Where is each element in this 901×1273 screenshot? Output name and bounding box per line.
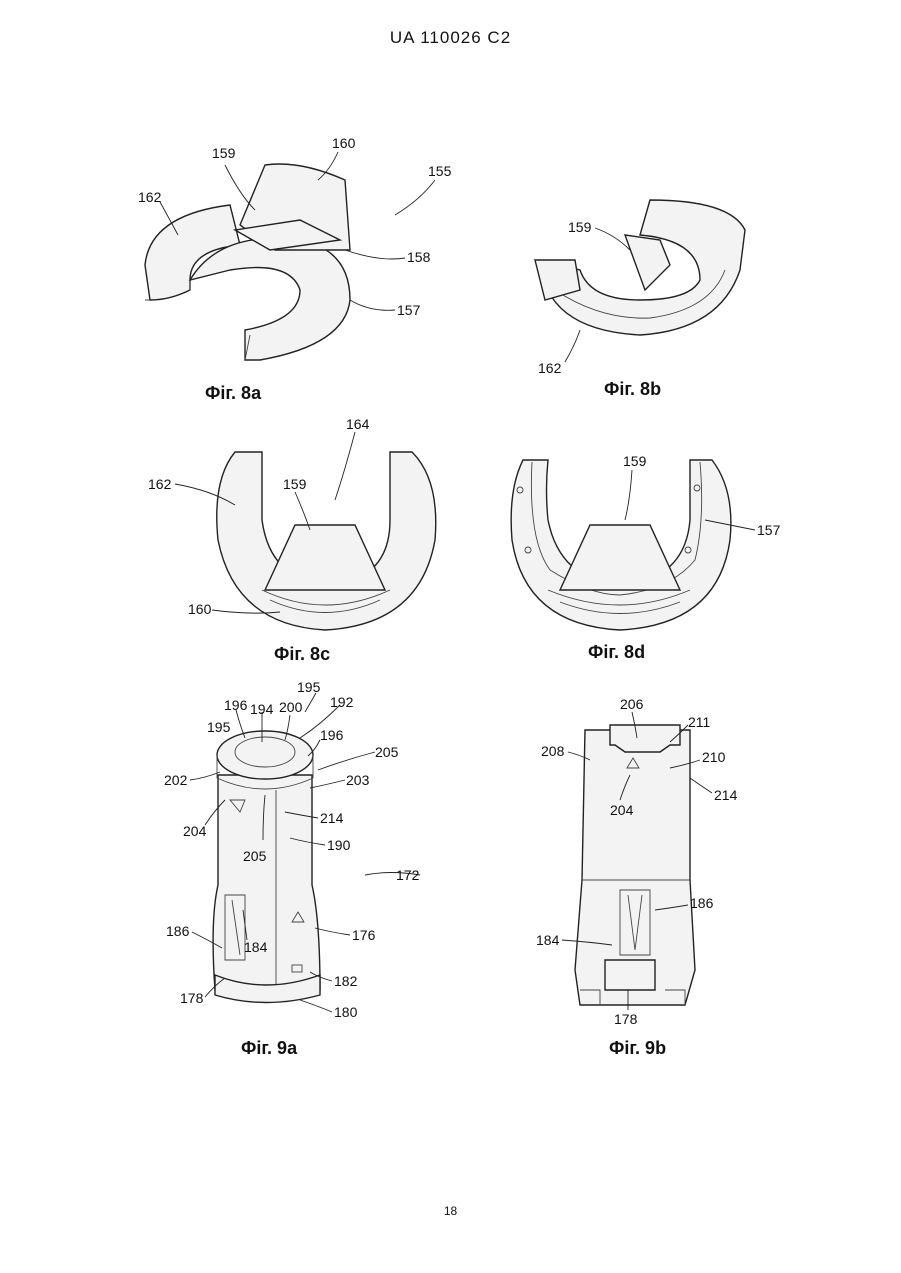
ref-label: 155 xyxy=(428,163,452,179)
ref-label: 202 xyxy=(164,772,188,788)
ref-label: 208 xyxy=(541,743,565,759)
ref-label: 178 xyxy=(180,990,204,1006)
ref-label: 196 xyxy=(320,727,344,743)
ref-label: 196 xyxy=(224,697,248,713)
ref-label: 164 xyxy=(346,416,370,432)
figure-caption: Фіг. 9b xyxy=(609,1038,666,1059)
ref-label: 211 xyxy=(688,714,711,730)
figure-8a-drawing xyxy=(145,164,350,360)
ref-label: 203 xyxy=(346,772,370,788)
figure-8c-drawing xyxy=(217,452,436,630)
ref-label: 184 xyxy=(244,939,268,955)
figure-9b-drawing xyxy=(575,725,695,1005)
ref-label: 195 xyxy=(297,679,321,695)
ref-label: 204 xyxy=(610,802,634,818)
figure-8d-drawing xyxy=(511,460,731,630)
ref-label: 159 xyxy=(283,476,307,492)
ref-label: 184 xyxy=(536,932,560,948)
figure-9a-drawing xyxy=(213,731,320,1003)
figure-caption: Фіг. 8d xyxy=(588,642,645,663)
ref-label: 157 xyxy=(397,302,421,318)
ref-label: 178 xyxy=(614,1011,638,1027)
ref-label: 160 xyxy=(332,135,356,151)
figure-caption: Фіг. 8c xyxy=(274,644,330,665)
ref-label: 182 xyxy=(334,973,358,989)
ref-label: 210 xyxy=(702,749,726,765)
ref-label: 200 xyxy=(279,699,303,715)
figure-caption: Фіг. 9a xyxy=(241,1038,297,1059)
ref-label: 159 xyxy=(212,145,236,161)
figure-caption: Фіг. 8b xyxy=(604,379,661,400)
ref-label: 192 xyxy=(330,694,354,710)
ref-label: 162 xyxy=(148,476,172,492)
ref-label: 186 xyxy=(690,895,714,911)
ref-label: 159 xyxy=(623,453,647,469)
ref-label: 205 xyxy=(243,848,267,864)
ref-label: 158 xyxy=(407,249,431,265)
ref-label: 162 xyxy=(138,189,162,205)
ref-label: 176 xyxy=(352,927,376,943)
ref-label: 180 xyxy=(334,1004,358,1020)
figure-caption: Фіг. 8a xyxy=(205,383,261,404)
ref-label: 186 xyxy=(166,923,190,939)
ref-label: 205 xyxy=(375,744,399,760)
ref-label: 159 xyxy=(568,219,592,235)
ref-label: 206 xyxy=(620,696,644,712)
ref-label: 214 xyxy=(320,810,344,826)
ref-label: 204 xyxy=(183,823,207,839)
ref-label: 190 xyxy=(327,837,351,853)
ref-label: 160 xyxy=(188,601,212,617)
figure-8b-drawing xyxy=(535,200,745,335)
page-number: 18 xyxy=(0,1204,901,1218)
ref-label: 157 xyxy=(757,522,781,538)
ref-label: 162 xyxy=(538,360,562,376)
ref-label: 194 xyxy=(250,701,274,717)
ref-label: 172 xyxy=(396,867,420,883)
ref-label: 195 xyxy=(207,719,231,735)
ref-label: 214 xyxy=(714,787,738,803)
